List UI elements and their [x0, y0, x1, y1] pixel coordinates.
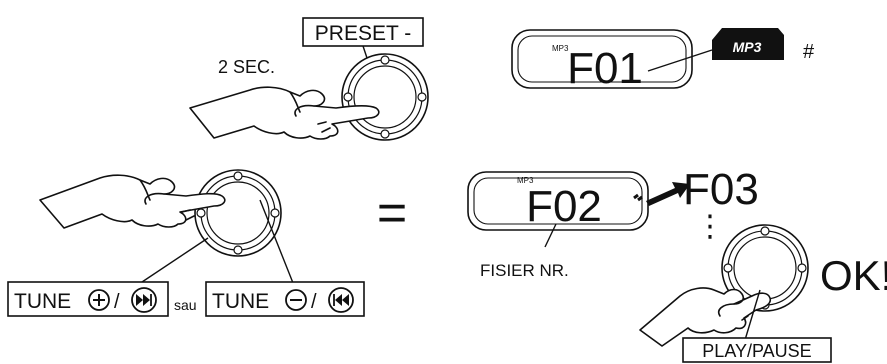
preset-minus-box — [302, 17, 424, 47]
display-top-tag: MP3 — [552, 44, 569, 53]
mp3-badge-text: MP3 — [733, 39, 762, 55]
sau-label: sau — [174, 297, 197, 313]
preset-step: PRESET - 2 SEC. — [189, 17, 429, 141]
play-knob-icon — [721, 224, 809, 312]
tune-plus-slash: / — [114, 291, 120, 313]
tune-minus-box: TUNE / — [205, 281, 365, 317]
display-top-leader — [647, 49, 713, 72]
hash-label: # — [803, 41, 815, 63]
tune-hand-icon — [39, 174, 226, 229]
fisier-nr-label: FISIER NR. — [480, 261, 569, 280]
ok-label: OK! — [820, 252, 887, 299]
prev-track-icon — [328, 287, 354, 313]
preset-minus-label: PRESET - — [315, 22, 411, 45]
arrow-right-icon — [633, 182, 690, 206]
display-top: MP3 F01 MP3 # — [511, 28, 815, 93]
preset-knob-icon — [341, 53, 429, 141]
tune-plus-box: TUNE / — [7, 281, 169, 317]
play-pause-label: PLAY/PAUSE — [702, 341, 811, 361]
fisier-leader — [544, 223, 557, 248]
play-step: PLAY/PAUSE — [639, 224, 832, 363]
play-hand-icon — [639, 287, 772, 347]
tune-minus-label: TUNE — [212, 290, 269, 313]
two-sec-label: 2 SEC. — [218, 57, 275, 77]
display-top-value: F01 — [567, 44, 643, 93]
display-top-frame — [511, 29, 693, 89]
plus-circle-icon — [88, 289, 110, 311]
next-track-icon — [131, 287, 157, 313]
display-bottom-inner — [473, 177, 643, 225]
tune-step: TUNE / sau TUNE / — [7, 169, 365, 317]
play-pause-box — [682, 337, 832, 363]
hand-icon — [189, 86, 380, 140]
dots-label: ⋮ — [695, 210, 725, 243]
minus-circle-icon — [285, 289, 307, 311]
f03-label: F03 — [683, 165, 759, 214]
display-bottom-value: F02 — [526, 182, 602, 231]
tune-knob-icon — [194, 169, 282, 257]
tune-plus-label: TUNE — [14, 290, 71, 313]
display-bottom: MP3 F02 FISIER NR. — [467, 171, 649, 280]
tune-leader-right — [259, 199, 296, 289]
display-bottom-tag: MP3 — [517, 176, 534, 185]
mp3-badge-icon: MP3 — [712, 28, 784, 60]
play-leader — [744, 289, 761, 341]
equals-sign: = — [377, 184, 407, 242]
tune-minus-slash: / — [311, 291, 317, 313]
